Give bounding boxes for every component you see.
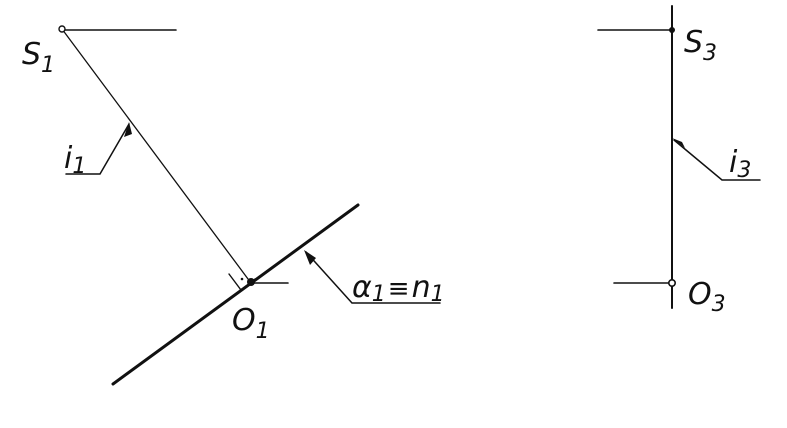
leader-i1 xyxy=(65,123,130,175)
label-alpha1-equiv-n1: α1≡n1 xyxy=(352,270,445,307)
right-angle-dot xyxy=(240,277,244,281)
label-o3-main: O xyxy=(688,277,712,312)
label-o3-sub: 3 xyxy=(712,292,726,317)
arrowhead-i1 xyxy=(124,122,132,137)
point-o1 xyxy=(247,278,255,286)
projection-ray-i1 xyxy=(61,28,252,284)
point-o3 xyxy=(667,278,676,287)
label-o1-sub: 1 xyxy=(256,319,270,344)
label-o1: O1 xyxy=(232,303,270,344)
label-n-sub: 1 xyxy=(431,282,445,307)
label-s3-main: S xyxy=(684,25,703,60)
label-i1-main: i xyxy=(64,141,73,176)
point-s3 xyxy=(669,27,675,33)
arrowhead-i3 xyxy=(672,138,685,148)
plane-trace-alpha1 xyxy=(111,203,360,386)
label-s1-sub: 1 xyxy=(41,53,55,78)
label-alpha-main: α xyxy=(352,270,372,305)
label-s1-main: S xyxy=(22,37,41,72)
label-s1: S1 xyxy=(22,37,55,78)
leader-i3 xyxy=(673,139,761,181)
label-o3: O3 xyxy=(688,277,726,317)
label-s3: S3 xyxy=(684,25,717,66)
leader-alpha1 xyxy=(305,251,441,304)
label-i1: i1 xyxy=(64,141,86,179)
label-i3: i3 xyxy=(729,145,751,183)
arrowhead-alpha1 xyxy=(304,250,316,265)
label-o1-main: O xyxy=(232,303,256,338)
label-equiv: ≡ xyxy=(388,274,410,304)
label-i3-sub: 3 xyxy=(737,158,751,183)
label-i1-sub: 1 xyxy=(72,154,86,179)
label-i3-main: i xyxy=(729,145,738,180)
label-alpha-sub: 1 xyxy=(372,282,386,307)
point-s1 xyxy=(58,25,66,33)
label-s3-sub: 3 xyxy=(703,41,717,66)
label-n-main: n xyxy=(412,270,431,305)
